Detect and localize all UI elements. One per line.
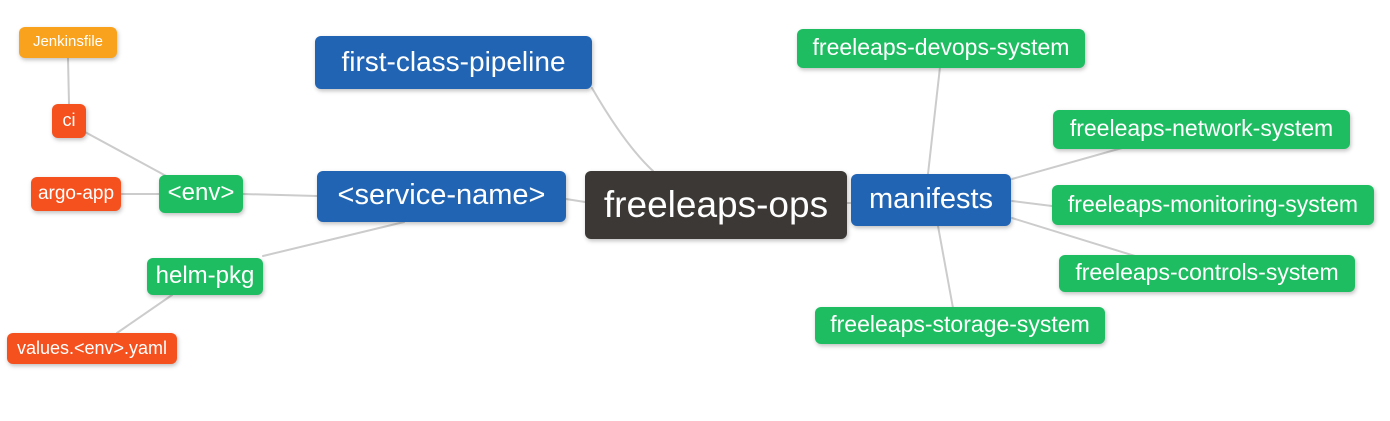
node-monitoring-system[interactable]: freeleaps-monitoring-system — [1052, 185, 1374, 225]
node-manifests[interactable]: manifests — [851, 174, 1011, 226]
edge-manifests-network-system — [1011, 147, 1123, 180]
node-controls-system-label: freeleaps-controls-system — [1075, 259, 1339, 285]
edge-manifests-storage-system — [937, 225, 954, 309]
node-env-label: <env> — [167, 179, 235, 206]
node-helm-pkg[interactable]: helm-pkg — [147, 258, 263, 295]
edge-manifests-controls-system — [1011, 217, 1136, 257]
node-network-system[interactable]: freeleaps-network-system — [1053, 110, 1350, 149]
node-devops-system-label: freeleaps-devops-system — [812, 34, 1070, 60]
edge-helm-pkg-values-env-yaml — [116, 294, 173, 334]
edge-env-service-name — [242, 193, 318, 197]
edge-first-class-pipeline-freeleaps-ops — [591, 87, 654, 172]
node-controls-system[interactable]: freeleaps-controls-system — [1059, 255, 1355, 292]
node-storage-system-label: freeleaps-storage-system — [830, 311, 1090, 337]
node-freeleaps-ops-label: freeleaps-ops — [603, 183, 829, 225]
edge-ci-env — [84, 131, 169, 178]
node-service-name[interactable]: <service-name> — [317, 171, 566, 222]
node-values-env-yaml-label: values.<env>.yaml — [16, 337, 168, 358]
node-ci-label: ci — [62, 110, 76, 130]
node-first-class-pipeline[interactable]: first-class-pipeline — [315, 36, 592, 89]
edge-manifests-devops-system — [927, 66, 941, 175]
edge-service-name-helm-pkg — [262, 221, 405, 257]
node-jenkinsfile-label: Jenkinsfile — [32, 33, 104, 50]
node-monitoring-system-label: freeleaps-monitoring-system — [1067, 190, 1359, 217]
node-storage-system[interactable]: freeleaps-storage-system — [815, 307, 1105, 344]
edge-service-name-freeleaps-ops — [565, 198, 586, 203]
node-env[interactable]: <env> — [159, 175, 243, 213]
edge-manifests-monitoring-system — [1011, 200, 1053, 207]
node-ci[interactable]: ci — [52, 104, 86, 138]
node-network-system-label: freeleaps-network-system — [1069, 115, 1334, 141]
node-devops-system[interactable]: freeleaps-devops-system — [797, 29, 1085, 68]
node-manifests-label: manifests — [868, 182, 994, 215]
node-values-env-yaml[interactable]: values.<env>.yaml — [7, 333, 177, 364]
node-service-name-label: <service-name> — [337, 179, 546, 211]
node-first-class-pipeline-label: first-class-pipeline — [341, 45, 566, 77]
edge-jenkinsfile-ci — [67, 57, 70, 105]
node-helm-pkg-label: helm-pkg — [155, 261, 255, 289]
node-freeleaps-ops[interactable]: freeleaps-ops — [585, 171, 847, 239]
node-argo-app[interactable]: argo-app — [31, 177, 121, 211]
node-argo-app-label: argo-app — [37, 182, 115, 204]
node-jenkinsfile[interactable]: Jenkinsfile — [19, 27, 117, 58]
